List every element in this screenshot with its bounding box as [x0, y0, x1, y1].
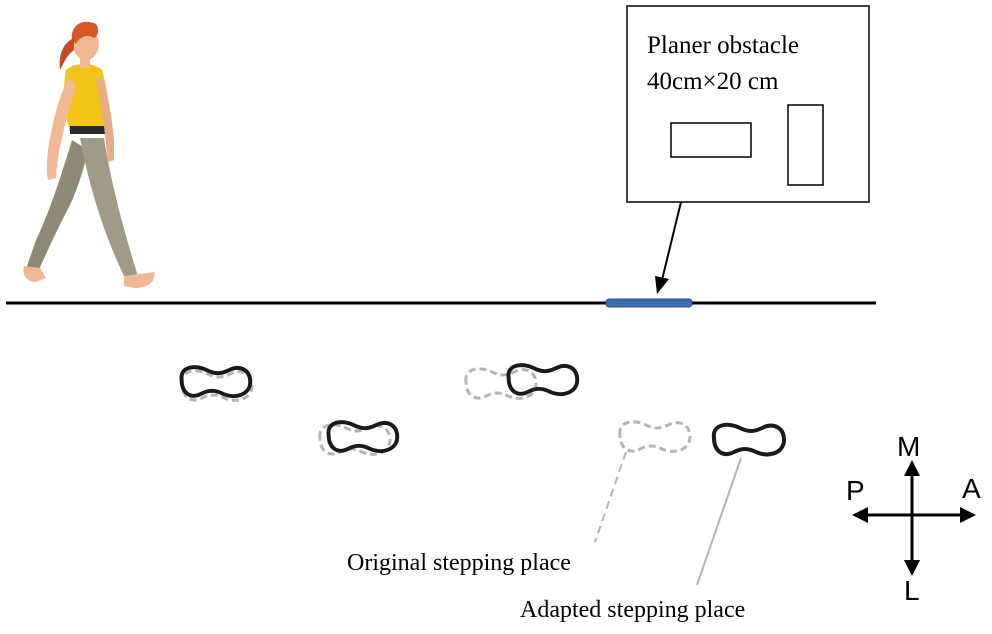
footprint-original-4	[618, 420, 692, 453]
obstacle-vertical-rect	[787, 104, 824, 186]
compass-label-posterior: P	[846, 475, 865, 506]
obstacle-strip	[605, 298, 693, 308]
obstacle-size: 40cm×20 cm	[647, 68, 779, 95]
compass-label-anterior: A	[962, 473, 981, 504]
obstacle-callout-box	[626, 5, 870, 203]
original-leader-line	[594, 451, 627, 543]
callout-arrow	[655, 201, 682, 294]
obstacle-title: Planer obstacle	[647, 32, 799, 59]
compass-label-lateral: L	[904, 575, 920, 606]
walking-woman-figure	[23, 21, 155, 288]
footprint-pair-2	[318, 420, 400, 456]
compass-label-medial: M	[897, 431, 920, 462]
adapted-stepping-label: Adapted stepping place	[520, 597, 745, 623]
footprint-adapted-4	[711, 422, 786, 457]
obstacle-horizontal-rect	[670, 122, 752, 158]
footprint-pair-1	[179, 365, 254, 402]
footprint-pair-3	[464, 363, 580, 400]
original-stepping-label: Original stepping place	[347, 550, 571, 576]
adapted-leader-line	[696, 457, 742, 586]
direction-compass	[852, 460, 976, 576]
